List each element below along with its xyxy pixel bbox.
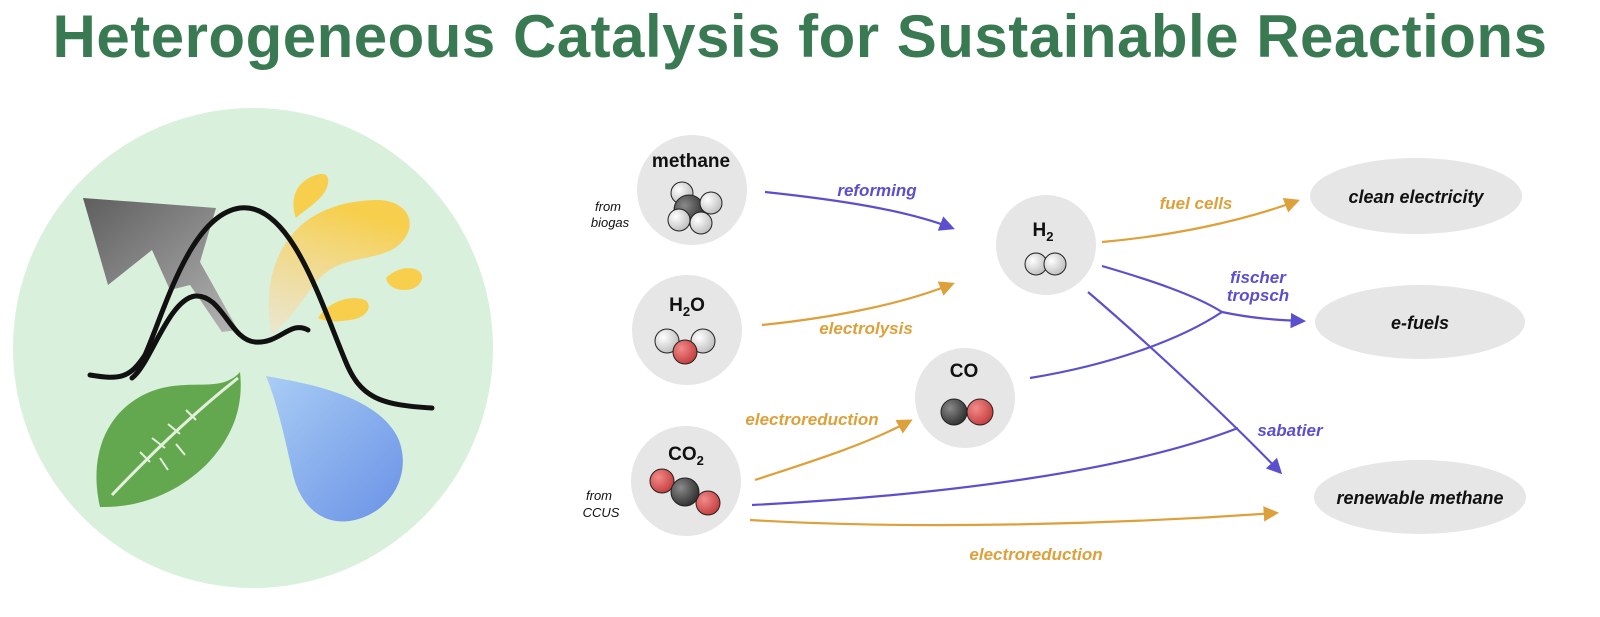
arrow-sabatier xyxy=(751,426,1239,507)
node-water: H2O xyxy=(632,275,742,385)
label-electroreduction-co: electroreduction xyxy=(745,410,878,429)
label-tropsch: tropsch xyxy=(1227,286,1289,305)
source-from-biogas-1: from xyxy=(595,199,621,214)
water-label: H2O xyxy=(669,295,705,319)
label-fuel-cells: fuel cells xyxy=(1160,194,1233,213)
leaf-icon xyxy=(96,372,241,508)
arrow-electroreduction-co xyxy=(754,419,913,482)
label-reforming: reforming xyxy=(837,181,917,200)
arrow-fischer-h2 xyxy=(1101,264,1223,313)
arrow-electrolysis xyxy=(761,281,955,327)
arrow-reforming xyxy=(764,190,955,231)
arrow-fischer-efuels xyxy=(1221,310,1307,329)
label-sabatier: sabatier xyxy=(1257,421,1324,440)
node-h2: H2 xyxy=(996,195,1096,295)
product-clean-electricity: clean electricity xyxy=(1310,158,1522,234)
product-renewable-methane: renewable methane xyxy=(1314,460,1526,534)
water-drop-icon xyxy=(266,376,403,522)
flame-icon xyxy=(268,173,423,335)
svg-text:e-fuels: e-fuels xyxy=(1391,313,1449,333)
label-fischer: fischer xyxy=(1230,268,1287,287)
product-e-fuels: e-fuels xyxy=(1315,285,1525,359)
source-from-ccus-1: from xyxy=(586,488,612,503)
co-label: CO xyxy=(950,361,979,382)
catalysis-illustration-icon xyxy=(13,108,493,588)
arrow-fischer-co xyxy=(1029,311,1223,380)
energy-curve-icon xyxy=(87,205,435,411)
node-methane: methane xyxy=(637,135,747,245)
svg-text:renewable methane: renewable methane xyxy=(1336,488,1503,508)
node-co: CO xyxy=(915,348,1015,448)
arrow-electroreduction-methane xyxy=(749,506,1280,527)
co2-label: CO2 xyxy=(668,444,704,468)
source-from-biogas-2: biogas xyxy=(591,215,630,230)
page-title: Heterogeneous Catalysis for Sustainable … xyxy=(52,3,1548,70)
methane-label: methane xyxy=(652,151,730,172)
source-from-ccus-2: CCUS xyxy=(583,505,620,520)
purple-routes xyxy=(751,190,1307,507)
label-electrolysis: electrolysis xyxy=(819,319,913,338)
arrow-h2-methane xyxy=(1087,291,1283,475)
svg-text:clean electricity: clean electricity xyxy=(1348,187,1484,207)
arrow-fuel-cells xyxy=(1101,198,1300,244)
node-co2: CO2 xyxy=(631,426,741,536)
h2-label: H2 xyxy=(1033,220,1054,244)
orange-routes xyxy=(749,198,1300,527)
label-electroreduction-methane: electroreduction xyxy=(969,545,1102,564)
